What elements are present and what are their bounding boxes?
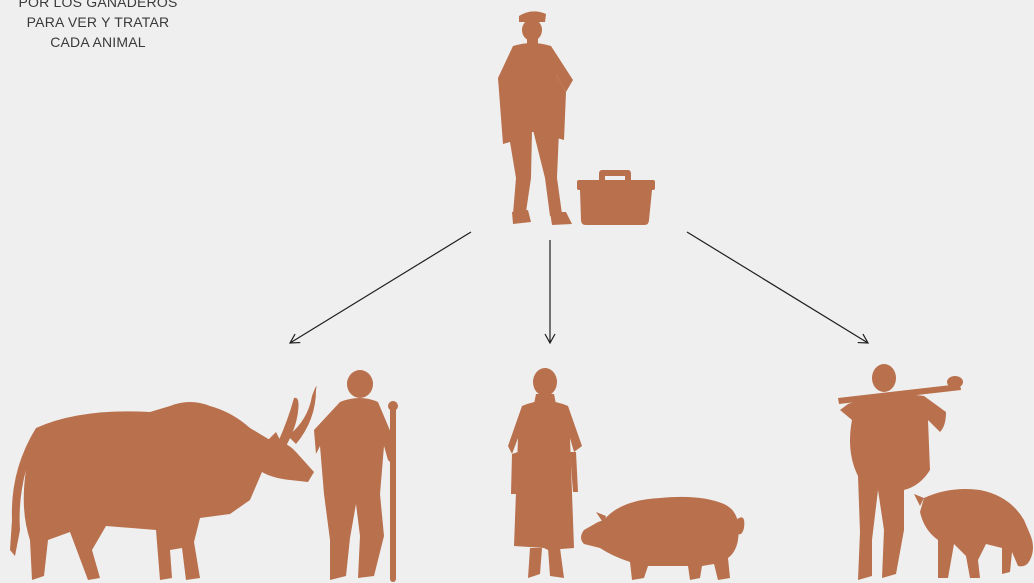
goat-icon xyxy=(914,489,1033,578)
toolbox-icon xyxy=(577,170,655,225)
herder-with-staff-icon xyxy=(314,370,398,582)
zebu-cattle-icon xyxy=(10,386,317,580)
arrow-right xyxy=(687,232,868,343)
woman-icon xyxy=(508,368,582,578)
pig-icon xyxy=(581,497,744,580)
farmer-with-cap-icon xyxy=(498,11,573,225)
arrow-left xyxy=(290,232,471,343)
arrows xyxy=(290,232,868,343)
